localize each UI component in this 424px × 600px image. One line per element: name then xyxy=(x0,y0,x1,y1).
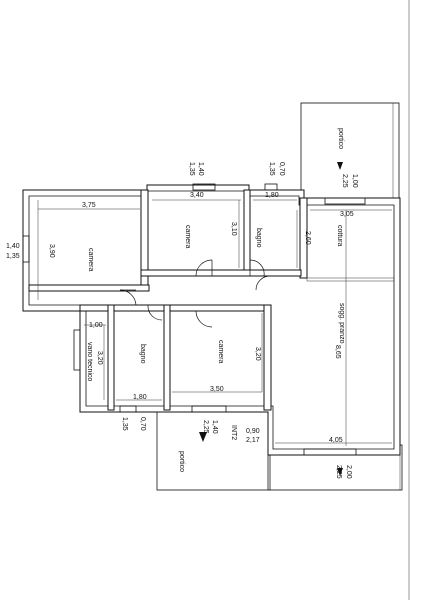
opening-dim: 1,00 xyxy=(351,174,358,188)
dim-label: 4,05 xyxy=(329,437,343,444)
opening-dim: 0,70 xyxy=(139,417,146,431)
opening-dim: 1,35 xyxy=(188,162,195,176)
int2-marker: INT2 xyxy=(230,425,237,440)
dim-label: 3,90 xyxy=(48,244,55,258)
opening-dim: 1,35 xyxy=(121,417,128,431)
arrow-icon xyxy=(337,162,343,170)
interior-walls xyxy=(28,189,395,411)
room-label-vano-tecnico: vano tecnico xyxy=(86,342,93,381)
room-label-camera-2: camera xyxy=(184,225,191,248)
opening-dim: 2,17 xyxy=(246,437,260,444)
dim-label: 3,10 xyxy=(230,222,237,236)
dim-label: 3,50 xyxy=(210,386,224,393)
dim-label: 2,60 xyxy=(304,231,311,245)
dimension-lines xyxy=(37,199,392,446)
doors xyxy=(119,259,271,328)
dim-label: 3,20 xyxy=(254,347,261,361)
room-label-portico-top: portico xyxy=(337,128,344,149)
opening-dim: 2,25 xyxy=(341,174,348,188)
opening-dim: 1,40 xyxy=(211,420,218,434)
room-label-cottura: cottura xyxy=(336,225,343,247)
dim-label: 3,40 xyxy=(190,192,204,199)
opening-dim: 2,25 xyxy=(202,420,209,434)
room-label-camera-1: camera xyxy=(87,248,94,271)
opening-dim: 1,40 xyxy=(197,162,204,176)
room-label-bagno-1: bagno xyxy=(255,228,262,248)
dim-label: 3,05 xyxy=(340,211,354,218)
dim-label: 3,20 xyxy=(96,351,103,365)
dim-label: 1,00 xyxy=(89,322,103,329)
opening-dim: 2,00 xyxy=(345,465,352,479)
dim-label: 3,75 xyxy=(82,202,96,209)
dim-label: 1,80 xyxy=(265,192,279,199)
dim-label: 1,80 xyxy=(133,394,147,401)
dim-label: 8,65 xyxy=(334,345,341,359)
room-label-portico-bottom: portico xyxy=(178,451,185,472)
opening-dim: 0,70 xyxy=(278,162,285,176)
arrow-icon xyxy=(199,432,207,442)
portico-top xyxy=(300,102,400,199)
room-label-camera-3: camera xyxy=(217,340,224,363)
windows xyxy=(22,183,366,456)
opening-dim: 0,90 xyxy=(246,428,260,435)
room-label-bagno-2: bagno xyxy=(139,344,146,364)
opening-dim: 1,35 xyxy=(6,253,20,260)
room-label-soggiorno: sogg. pranzo xyxy=(338,303,345,344)
opening-dim: 1,35 xyxy=(268,162,275,176)
opening-dim: 1,40 xyxy=(6,243,20,250)
arrow-icon xyxy=(337,468,343,476)
